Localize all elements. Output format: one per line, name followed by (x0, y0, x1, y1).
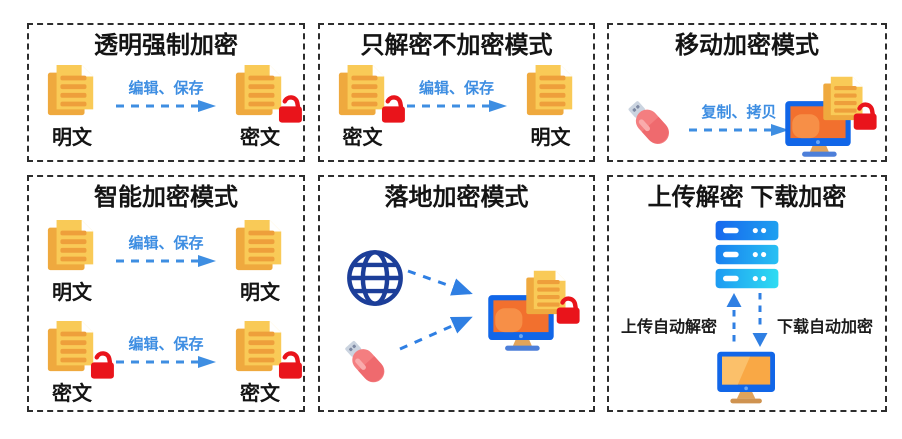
plaintext-document: 明文 (36, 63, 108, 150)
upload-auto-decrypt-label: 上传自动解密 (620, 319, 717, 336)
encrypted-computer-icon (785, 76, 881, 157)
lock-icon (274, 350, 306, 380)
panel-title: 只解密不加密模式 (360, 32, 553, 59)
lock-icon (86, 350, 118, 380)
panel-smart-encryption-mode: 智能加密模式 明文 编辑、保存 明文 (27, 175, 305, 412)
document-label: 明文 (240, 281, 280, 304)
dashed-arrow: 编辑、保存 (403, 77, 511, 114)
arrow-label: 复制、拷贝 (701, 104, 777, 121)
computer-icon (715, 350, 779, 406)
panel-decrypt-only-mode: 只解密不加密模式 密文 编辑、保存 明文 (318, 23, 595, 162)
arrow-line-icon (116, 355, 216, 368)
plaintext-document: 明文 (36, 218, 108, 305)
dashed-arrow: 编辑、保存 (112, 232, 220, 269)
panel-title: 智能加密模式 (94, 184, 238, 211)
flow-row: 明文 编辑、保存 明文 (29, 218, 303, 305)
usb-drive-icon (624, 97, 674, 149)
flow-row: 明文 编辑、保存 密文 (29, 63, 303, 150)
document-icon (45, 218, 99, 274)
ciphertext-document: 密文 (224, 319, 296, 406)
arrow-line-icon (689, 124, 789, 136)
ciphertext-document: 密文 (36, 319, 108, 406)
dashed-arrow: 编辑、保存 (112, 333, 220, 370)
arrow-label: 编辑、保存 (418, 79, 494, 97)
panel-title: 透明强制加密 (94, 32, 238, 59)
document-icon (45, 63, 99, 119)
document-label: 明文 (52, 281, 92, 304)
flow-row: 密文 编辑、保存 明文 (320, 63, 593, 150)
document-label: 密文 (342, 126, 383, 149)
panel-upload-decrypt-download-encrypt: 上传解密 下载加密 上传自动解密 下载自动加密 (607, 175, 887, 412)
arrow-label: 编辑、保存 (128, 234, 204, 252)
upload-download-arrows-icon (726, 292, 768, 347)
panel-title: 落地加密模式 (384, 184, 529, 211)
converging-arrows-icon (399, 269, 473, 351)
arrow-line-icon (406, 99, 507, 112)
arrow-label: 编辑、保存 (128, 335, 204, 353)
flow-row: 密文 编辑、保存 密文 (29, 319, 303, 406)
document-label: 明文 (530, 126, 571, 149)
plaintext-document: 明文 (515, 63, 587, 150)
dashed-arrow: 编辑、保存 (112, 77, 220, 114)
arrow-line-icon (116, 254, 216, 267)
panel-title: 移动加密模式 (675, 32, 819, 59)
document-label: 密文 (240, 382, 280, 405)
lock-icon (377, 94, 409, 124)
arrow-line-icon (116, 99, 216, 112)
plaintext-document: 明文 (224, 218, 296, 305)
panel-title: 上传解密 下载加密 (647, 184, 847, 211)
dashed-arrow: 复制、拷贝 (685, 101, 793, 138)
document-label: 密文 (52, 382, 92, 405)
arrow-label: 编辑、保存 (128, 79, 204, 97)
document-label: 密文 (240, 126, 280, 149)
download-auto-encrypt-label: 下载自动加密 (777, 319, 874, 336)
server-icon (713, 219, 781, 291)
panel-transparent-forced-encryption: 透明强制加密 明文 编辑、保存 密文 (27, 23, 305, 162)
ciphertext-document: 密文 (224, 63, 296, 150)
document-label: 明文 (52, 126, 92, 149)
document-icon (524, 63, 578, 119)
encrypted-computer-icon (488, 270, 584, 351)
panel-mobile-encryption-mode: 移动加密模式 复制、拷贝 (607, 23, 887, 162)
document-icon (233, 218, 287, 274)
ciphertext-document: 密文 (327, 63, 399, 150)
panel-landing-encryption-mode: 落地加密模式 (318, 175, 595, 412)
lock-icon (274, 94, 306, 124)
